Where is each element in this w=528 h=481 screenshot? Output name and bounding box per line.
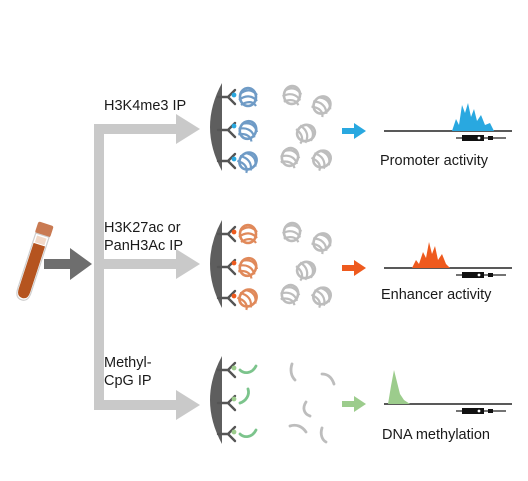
captured-nucleosome xyxy=(237,223,259,245)
tube-cap xyxy=(35,221,54,238)
unbound-nucleosome xyxy=(308,228,336,256)
ip-label-h3k27ac: H3K27ac or PanH3Ac IP xyxy=(104,219,183,255)
captured-dna-fragment xyxy=(238,428,258,439)
ip-label-line: PanH3Ac IP xyxy=(104,238,183,254)
unbound-nucleosome xyxy=(308,145,336,173)
gene-exon xyxy=(488,409,493,413)
branch-arrow-2-head xyxy=(176,249,200,279)
readout-label-enhancer: Enhancer activity xyxy=(381,287,492,303)
ip-label-line: CpG IP xyxy=(104,373,152,389)
blood-tube-icon xyxy=(16,221,54,301)
genome-track-icon xyxy=(384,370,512,414)
unbound-dna-fragment xyxy=(320,372,336,386)
gene-exon xyxy=(462,135,484,141)
captured-nucleosome xyxy=(234,116,262,144)
antibody-icon xyxy=(216,152,237,170)
unbound-dna-fragment xyxy=(302,400,312,418)
histone-mark-dot xyxy=(231,156,237,162)
unbound-nucleosome xyxy=(277,144,303,170)
captured-dna-fragment xyxy=(238,387,250,405)
captured-nucleosome xyxy=(234,253,262,281)
unbound-nucleosome xyxy=(293,257,319,283)
unbound-dna-fragment xyxy=(319,426,328,444)
ip-label-h3k4me3: H3K4me3 IP xyxy=(104,97,186,115)
unbound-nucleosome xyxy=(280,220,304,244)
branch-3 xyxy=(210,356,512,444)
antibody-icon xyxy=(216,425,237,443)
branch-arrow-3-head xyxy=(176,390,200,420)
input-arrow xyxy=(44,248,92,280)
captured-nucleosome xyxy=(237,86,259,108)
unbound-dna-fragment xyxy=(289,362,297,382)
magnetic-bead-icon xyxy=(210,220,222,308)
branch-trunk xyxy=(94,124,104,410)
unbound-nucleosome xyxy=(280,83,304,107)
gene-exon xyxy=(462,408,484,414)
unbound-dna-fragment xyxy=(288,423,308,434)
unbound-nucleosome xyxy=(277,281,303,307)
ip-label-methyl-cpg: Methyl- CpG IP xyxy=(104,354,152,390)
magnetic-bead-icon xyxy=(210,83,222,171)
gene-exon xyxy=(462,272,484,278)
captured-dna-fragment xyxy=(238,364,258,375)
branch-arrow-1-shaft xyxy=(94,124,180,134)
unbound-nucleosome xyxy=(308,91,336,119)
branch-arrow-1-head xyxy=(176,114,200,144)
histone-mark-dot xyxy=(231,293,237,299)
ip-label-line: Methyl- xyxy=(104,355,152,371)
readout-arrow xyxy=(342,123,366,139)
branch-arrow-2-shaft xyxy=(104,259,180,269)
gene-exon xyxy=(488,136,493,140)
branch-arrows xyxy=(94,114,200,420)
genome-track-icon xyxy=(384,103,512,141)
histone-mark-dot xyxy=(231,396,237,402)
histone-mark-dot xyxy=(231,92,237,98)
signal-peak xyxy=(388,370,410,404)
signal-peak xyxy=(452,103,494,131)
histone-mark-dot xyxy=(231,123,237,129)
ip-label-line: H3K27ac or xyxy=(104,220,181,236)
histone-mark-dot xyxy=(231,260,237,266)
unbound-nucleosome xyxy=(293,120,319,146)
readout-arrow xyxy=(342,396,366,412)
captured-nucleosome xyxy=(234,284,262,312)
readout-arrow xyxy=(342,260,366,276)
antibody-icon xyxy=(216,225,237,243)
captured-nucleosome xyxy=(234,147,262,175)
branch-arrow-3-shaft xyxy=(94,400,180,410)
antibody-icon xyxy=(216,361,237,379)
histone-mark-dot xyxy=(231,365,237,371)
histone-mark-dot xyxy=(231,229,237,235)
genome-track-icon xyxy=(384,242,512,278)
tube-blood xyxy=(18,242,46,299)
unbound-nucleosome xyxy=(308,282,336,310)
branch-1 xyxy=(210,83,512,175)
antibody-icon xyxy=(216,88,237,106)
readout-label-methylation: DNA methylation xyxy=(382,427,490,443)
gene-exon xyxy=(488,273,493,277)
branches xyxy=(210,83,512,444)
readout-label-promoter: Promoter activity xyxy=(380,153,488,169)
magnetic-bead-icon xyxy=(210,356,222,444)
histone-mark-dot xyxy=(231,429,237,435)
branch-2 xyxy=(210,220,512,312)
signal-peak xyxy=(412,242,450,268)
antibody-icon xyxy=(216,289,237,307)
ip-label-line: H3K4me3 IP xyxy=(104,98,187,114)
